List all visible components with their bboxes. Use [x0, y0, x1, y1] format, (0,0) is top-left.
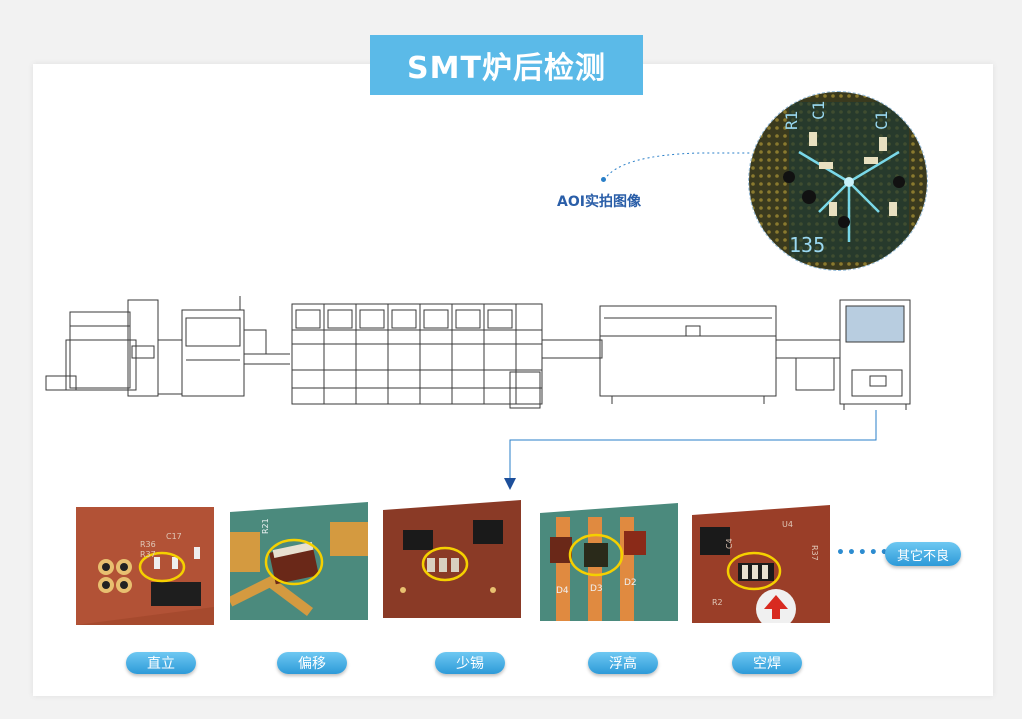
silk-r21: R21 [261, 518, 270, 534]
defect-label-lifted: 浮高 [588, 652, 658, 674]
silk-r2: R2 [712, 598, 723, 607]
aoi-image-label: AOI实拍图像 [557, 194, 641, 210]
silk-d4: D4 [556, 586, 569, 596]
defect-label-open-solder: 空焊 [732, 652, 802, 674]
defect-photo-insufficient-solder [383, 500, 521, 618]
silk-135: 135 [789, 233, 825, 257]
defect-photo-tombstone: C17 R36 R37 [76, 507, 214, 625]
silk-r37-b: R37 [810, 545, 819, 561]
defect-label-shift: 偏移 [277, 652, 347, 674]
defect-photo-lifted: D4 D3 D2 [540, 503, 678, 621]
silk-c17: C17 [166, 532, 182, 541]
silk-d3: D3 [590, 584, 603, 594]
defect-photo-shift: R21 [230, 502, 368, 620]
page-title-banner: SMT炉后检测 [370, 35, 643, 95]
defect-label-other: 其它不良 [885, 542, 961, 566]
silk-u4: U4 [782, 520, 793, 529]
more-dots: •••••• [836, 545, 902, 561]
silk-c1-b: C1 [872, 111, 891, 130]
page-title: SMT炉后检测 [407, 51, 606, 86]
defect-label-tombstone: 直立 [126, 652, 196, 674]
aoi-pointer-dot [601, 177, 606, 182]
aoi-photo-circle: R1 C1 C1 135 [748, 91, 928, 271]
silk-r1: R1 [782, 111, 801, 130]
silk-c1-a: C1 [809, 101, 828, 120]
silk-d2: D2 [624, 578, 637, 588]
defect-label-insufficient-solder: 少锡 [435, 652, 505, 674]
silk-r37: R37 [140, 550, 156, 559]
silk-r36: R36 [140, 540, 156, 549]
defect-photo-open-solder: U4 R37 C4 R2 [692, 505, 830, 623]
silk-c4: C4 [725, 538, 734, 549]
